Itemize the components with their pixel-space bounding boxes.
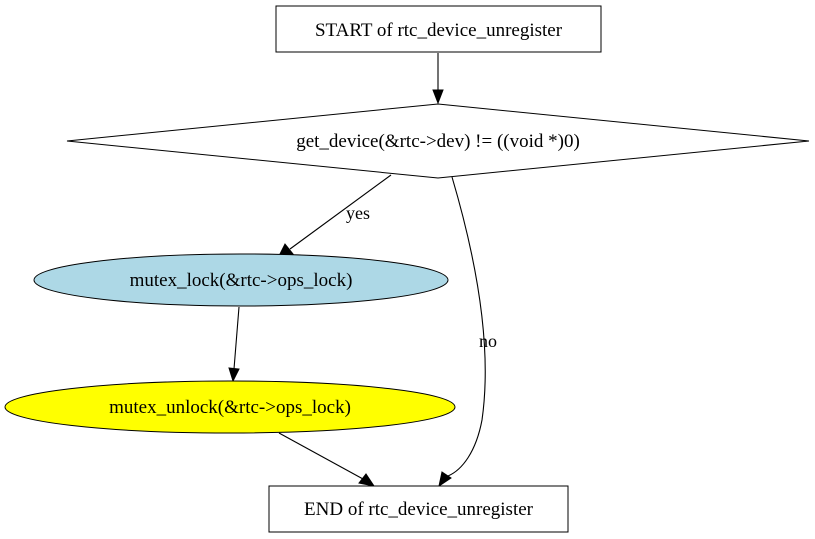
decision-node: get_device(&rtc->dev) != ((void *)0) — [66, 103, 810, 179]
edge-start-to-decision — [432, 53, 444, 105]
unlock-node: mutex_unlock(&rtc->ops_lock) — [4, 380, 456, 434]
edge-lock-to-unlock — [228, 306, 240, 383]
unlock-node-label: mutex_unlock(&rtc->ops_lock) — [109, 397, 351, 418]
start-node: START of rtc_device_unregister — [275, 5, 602, 53]
decision-node-label: get_device(&rtc->dev) != ((void *)0) — [296, 131, 580, 152]
end-node: END of rtc_device_unregister — [268, 485, 569, 533]
end-node-label: END of rtc_device_unregister — [304, 499, 534, 520]
edge-no-label: no — [479, 331, 497, 351]
edge-no: no — [438, 176, 497, 488]
start-node-label: START of rtc_device_unregister — [315, 20, 563, 41]
edge-unlock-to-end — [278, 432, 376, 487]
lock-node-label: mutex_lock(&rtc->ops_lock) — [130, 270, 353, 291]
lock-node: mutex_lock(&rtc->ops_lock) — [33, 253, 449, 307]
edge-yes-label: yes — [346, 203, 370, 223]
edge-yes: yes — [278, 174, 392, 257]
